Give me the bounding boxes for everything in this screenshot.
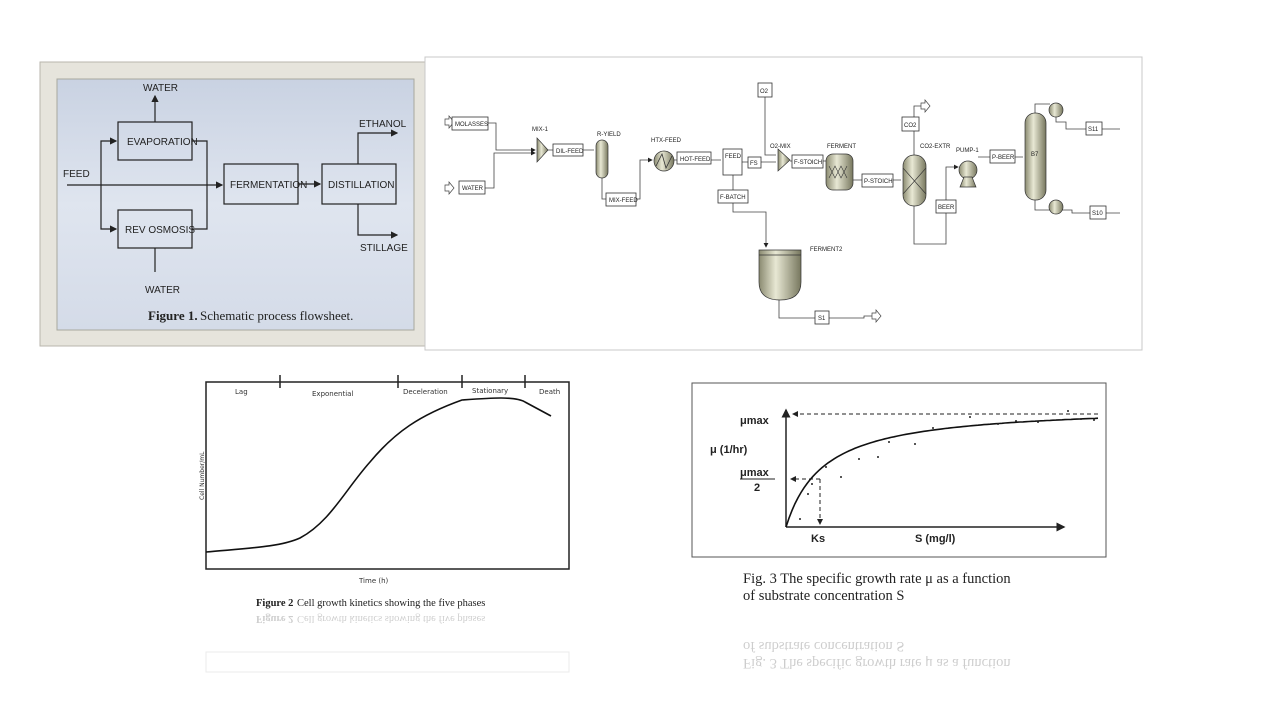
stream-hot-feed[interactable]: HOT-FEED [680,157,711,163]
stream-o2[interactable]: O2 [760,89,769,95]
block-b7-label[interactable]: B7 [1031,152,1039,158]
growth-curve [205,397,552,553]
pump-icon [958,160,978,180]
phase-label: Stationary [472,387,508,395]
stillage-label: STILLAGE [360,243,408,254]
product-arrow-icon [920,99,931,113]
stream-f-stoich[interactable]: F-STOICH [794,160,822,166]
monod-curve [785,417,1099,528]
ferment2-tank-icon [758,249,802,301]
mu-half-numerator: μmax [740,467,770,479]
distillation-column-icon [1024,112,1047,201]
figure2-caption-reflection: Cell growth kinetics showing the five ph… [297,613,485,624]
feed-label: FEED [63,169,90,180]
feed-arrow-icon [444,181,455,195]
stream-p-stoich[interactable]: P-STOICH [864,179,893,185]
water-top-label: WATER [143,83,178,94]
mu-half-denominator: 2 [754,482,760,494]
reboiler-icon [1048,199,1064,215]
block-mix1-label[interactable]: MIX-1 [532,127,549,133]
figure3-monod-curve: μmax μ (1/hr) μmax 2 Ks S (mg/l) Fig. 3 … [691,382,1107,671]
figure1-schematic: WATER EVAPORATION REV OSMOSIS FEED FERME… [39,61,433,347]
block-htx-feed-label[interactable]: HTX-FEED [651,138,682,144]
mixer-icon [536,137,549,163]
fermenter-icon [825,153,854,191]
figure1-caption: Schematic process flowsheet. [200,308,353,323]
block-feed-label[interactable]: FEED [725,154,742,160]
stream-beer[interactable]: BEER [938,205,955,211]
figure2-caption: Cell growth kinetics showing the five ph… [297,598,485,609]
mu-max-label: μmax [740,415,770,427]
stream-f-batch[interactable]: F-BATCH [720,195,746,201]
condenser-icon [1048,102,1064,118]
stream-s1[interactable]: S1 [818,316,826,322]
block-ferment2-label[interactable]: FERMENT2 [810,247,843,253]
block-r-yield-label[interactable]: R-YIELD [597,132,621,138]
figure3-caption-line2: of substrate concentration S [743,588,904,604]
figure2-plot-box [205,381,570,570]
phase-label: Exponential [312,390,353,398]
data-points [799,410,1095,520]
water-bottom-label: WATER [145,285,180,296]
stream-water[interactable]: WATER [462,186,484,192]
rev-osmosis-label: REV OSMOSIS [125,225,195,236]
stream-p-beer[interactable]: P-BEER [992,155,1015,161]
co2-extractor-icon [902,154,927,207]
stream-s10[interactable]: S10 [1092,211,1103,217]
figure3-caption-reflection: Fig. 3 The specific growth rate μ as a f… [743,655,1011,671]
figure2-xlabel: Time (h) [358,577,389,585]
phase-label: Deceleration [403,388,448,396]
figure3-caption-reflection: of substrate concentration S [743,638,904,654]
figure2-growth-curve: Lag Exponential Deceleration Stationary … [199,375,570,673]
stream-fs[interactable]: FS [750,161,758,167]
evaporation-label: EVAPORATION [127,137,198,148]
distillation-box [321,163,397,205]
phase-label: Lag [235,388,248,396]
ks-label: Ks [811,533,825,545]
block-o2-mix-label[interactable]: O2-MIX [770,144,791,150]
block-ferment-label[interactable]: FERMENT [827,144,856,150]
figure1-caption-bold: Figure 1. [148,308,198,323]
phase-label: Death [539,388,560,396]
figure3-caption-line1: Fig. 3 The specific growth rate μ as a f… [743,571,1011,587]
ethanol-label: ETHANOL [359,119,407,130]
figure3-xlabel: S (mg/l) [915,533,956,545]
process-flowsheet: MOLASSES WATER MIX-1 DIL-FEED R-YIELD MI… [424,56,1143,351]
feed-arrow-icon [444,115,455,129]
figure2-ylabel: Cell Number/mL [199,451,206,500]
block-pump1-label[interactable]: PUMP-1 [956,148,979,154]
mu-axis-label: μ (1/hr) [710,444,748,456]
figure3-frame [691,382,1107,558]
reactor-icon [595,139,609,179]
block-co2-extr-label[interactable]: CO2-EXTR [920,144,951,150]
fermentation-label: FERMENTATION [230,180,307,191]
figure2-caption-bold: Figure 2 [256,598,293,609]
stream-dil-feed[interactable]: DIL-FEED [556,149,584,155]
stream-co2[interactable]: CO2 [904,123,917,129]
stream-molasses[interactable]: MOLASSES [455,122,488,128]
figure2-caption-reflection: Figure 2 [256,613,293,624]
flowsheet-frame [424,56,1143,351]
stream-s11[interactable]: S11 [1088,127,1099,133]
product-arrow-icon [871,309,882,323]
mixer-icon [777,148,791,172]
distillation-label: DISTILLATION [328,180,395,191]
stream-mix-feed[interactable]: MIX-FEED [609,198,638,204]
